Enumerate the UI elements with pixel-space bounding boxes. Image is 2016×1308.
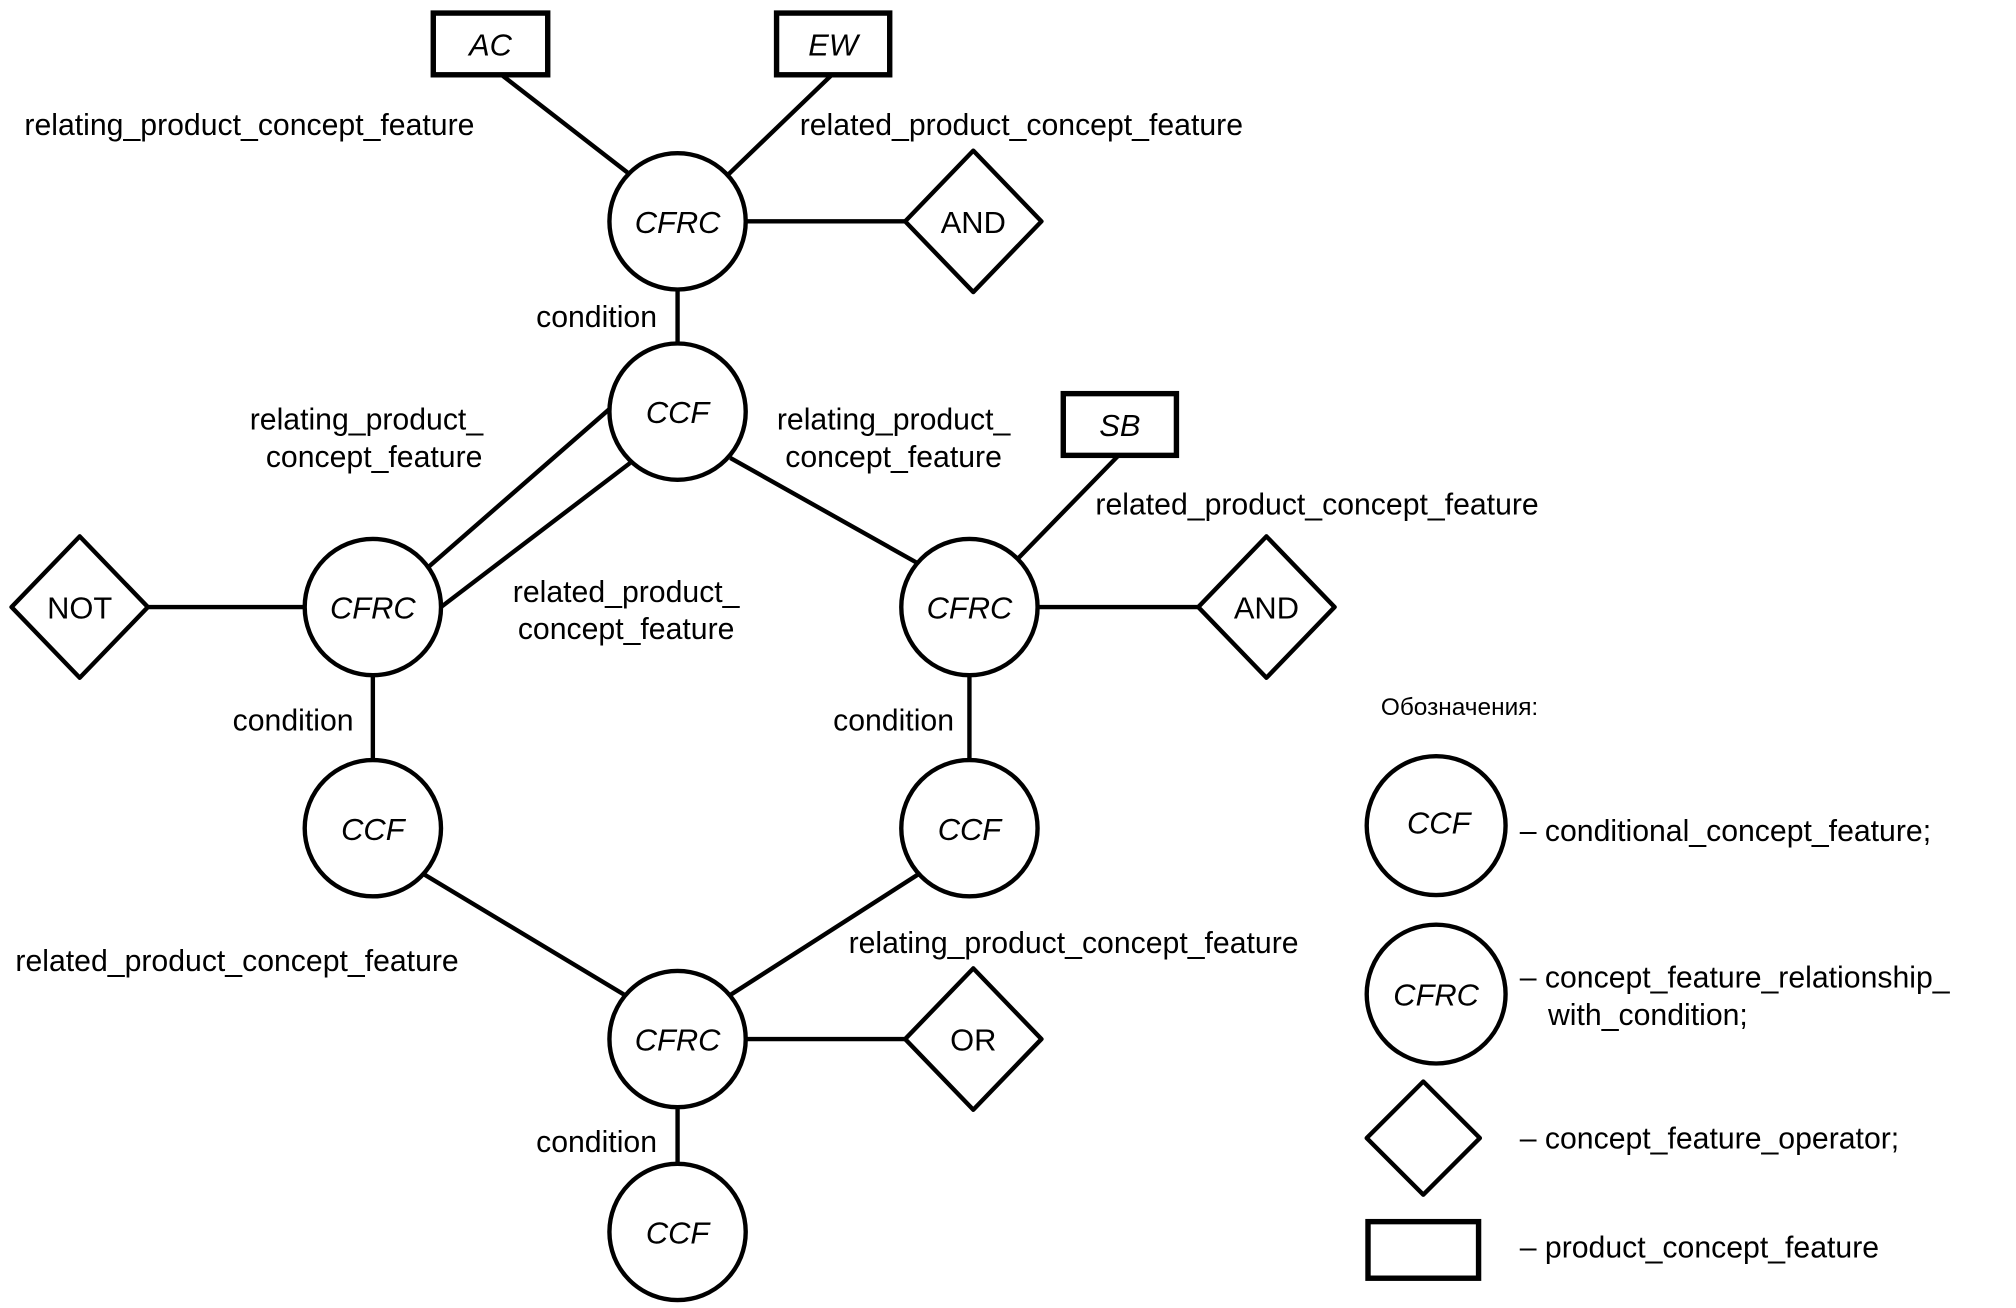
label-left-related-line1: related_product_ — [513, 576, 741, 609]
cfrc-circle — [607, 968, 748, 1110]
node-label: CCF — [938, 812, 1004, 847]
legend-item-cfrc: CFRC – concept_feature_relationship_ wit… — [1364, 922, 1951, 1066]
node-label: CFRC — [635, 1023, 721, 1058]
ccf-circle-icon — [1364, 754, 1508, 898]
operator-label: NOT — [47, 591, 112, 626]
operator-label: AND — [941, 205, 1006, 240]
node-ccf-center[interactable]: CCF — [607, 341, 748, 482]
operator-and-top[interactable]: AND — [902, 148, 1044, 295]
product-feature-label: AC — [467, 27, 513, 62]
edge-ccf-cfrc-right-relating — [729, 456, 920, 566]
node-ccf-left[interactable]: CCF — [302, 757, 444, 899]
legend-item-product-feature: – product_concept_feature — [1365, 1218, 1879, 1281]
legend-item-operator: – concept_feature_operator; — [1364, 1079, 1900, 1197]
legend-title: Обозначения: — [1381, 694, 1538, 721]
legend-text: – conditional_concept_feature; — [1520, 815, 1931, 848]
label-mid-relating-line2: concept_feature — [785, 441, 1002, 474]
legend: Обозначения: CCF – conditional_concept_f… — [1364, 694, 1951, 1281]
product-feature-box — [430, 10, 551, 78]
label-top-related: related_product_concept_feature — [800, 109, 1243, 142]
legend-symbol: CFRC — [1393, 978, 1479, 1013]
node-label: CCF — [341, 812, 407, 847]
label-right-condition: condition — [833, 705, 954, 738]
operator-diamond — [902, 148, 1044, 295]
node-ccf-right[interactable]: CCF — [899, 757, 1040, 899]
legend-symbol: CCF — [1407, 805, 1473, 840]
node-label: CCF — [646, 395, 712, 430]
operator-diamond — [1196, 534, 1337, 680]
edge-ccf-left-cfrc-bottom — [423, 872, 629, 999]
node-cfrc-left[interactable]: CFRC — [302, 536, 444, 678]
node-ccf-bottom[interactable]: CCF — [607, 1161, 748, 1303]
product-feature-ew[interactable]: EW — [773, 10, 893, 78]
label-mid-relating-line1: relating_product_ — [777, 404, 1012, 437]
label-top-relating: relating_product_concept_feature — [24, 109, 474, 142]
edge-ac-cfrc-top — [500, 73, 629, 175]
product-feature-label: SB — [1099, 408, 1140, 443]
operator-diamond — [9, 534, 151, 680]
cfrc-circle-icon — [1364, 922, 1508, 1066]
edge-ccf-cfrc-left-related — [439, 461, 632, 609]
edge-ew-cfrc-top — [726, 73, 834, 177]
label-left-related-line2: concept_feature — [518, 613, 735, 646]
node-cfrc-right[interactable]: CFRC — [899, 536, 1040, 678]
label-left-condition: condition — [233, 705, 354, 738]
cfrc-circle — [899, 536, 1040, 678]
operator-not-left[interactable]: NOT — [9, 534, 151, 680]
ccf-circle — [899, 757, 1040, 899]
node-label: CCF — [646, 1215, 712, 1250]
operator-label: OR — [950, 1023, 996, 1058]
legend-text: – product_concept_feature — [1520, 1232, 1879, 1265]
product-feature-box — [1060, 390, 1180, 459]
ccf-circle — [302, 757, 444, 899]
node-label: CFRC — [927, 591, 1013, 626]
product-feature-ac[interactable]: AC — [430, 10, 551, 78]
label-left-relating-line2: concept_feature — [266, 441, 483, 474]
ccf-circle — [607, 1161, 748, 1303]
node-label: CFRC — [330, 591, 416, 626]
edges — [147, 73, 1199, 1166]
legend-item-ccf: CCF – conditional_concept_feature; — [1364, 754, 1931, 898]
product-feature-sb[interactable]: SB — [1060, 390, 1180, 459]
legend-text: – concept_feature_operator; — [1520, 1122, 1900, 1155]
legend-text-line2: with_condition; — [1547, 999, 1748, 1032]
label-bottom-related: related_product_concept_feature — [15, 945, 458, 978]
operator-and-right[interactable]: AND — [1196, 534, 1337, 680]
operator-diamond-icon — [1364, 1079, 1483, 1197]
label-bottom-condition: condition — [536, 1126, 657, 1159]
edge-ccf-right-cfrc-bottom — [726, 872, 920, 999]
edge-sb-cfrc-right — [1016, 453, 1121, 560]
operator-or-bottom[interactable]: OR — [902, 966, 1044, 1112]
label-bottom-relating: relating_product_concept_feature — [849, 927, 1299, 960]
label-left-relating-line1: relating_product_ — [250, 404, 485, 437]
operator-diamond — [902, 966, 1044, 1112]
cfrc-circle — [607, 151, 748, 292]
ccf-circle — [607, 341, 748, 482]
product-feature-label: EW — [808, 27, 861, 62]
label-top-condition: condition — [536, 301, 657, 334]
legend-text-line1: – concept_feature_relationship_ — [1520, 962, 1951, 995]
cfrc-circle — [302, 536, 444, 678]
operator-label: AND — [1234, 591, 1299, 626]
label-right-related: related_product_concept_feature — [1095, 489, 1538, 522]
node-cfrc-bottom[interactable]: CFRC — [607, 968, 748, 1110]
node-cfrc-top[interactable]: CFRC — [607, 151, 748, 292]
edge-labels: relating_product_concept_feature related… — [15, 109, 1538, 1159]
product-feature-box — [773, 10, 893, 78]
node-label: CFRC — [635, 205, 721, 240]
product-feature-box-icon — [1365, 1218, 1482, 1281]
edge-ccf-cfrc-left-relating — [426, 407, 611, 569]
